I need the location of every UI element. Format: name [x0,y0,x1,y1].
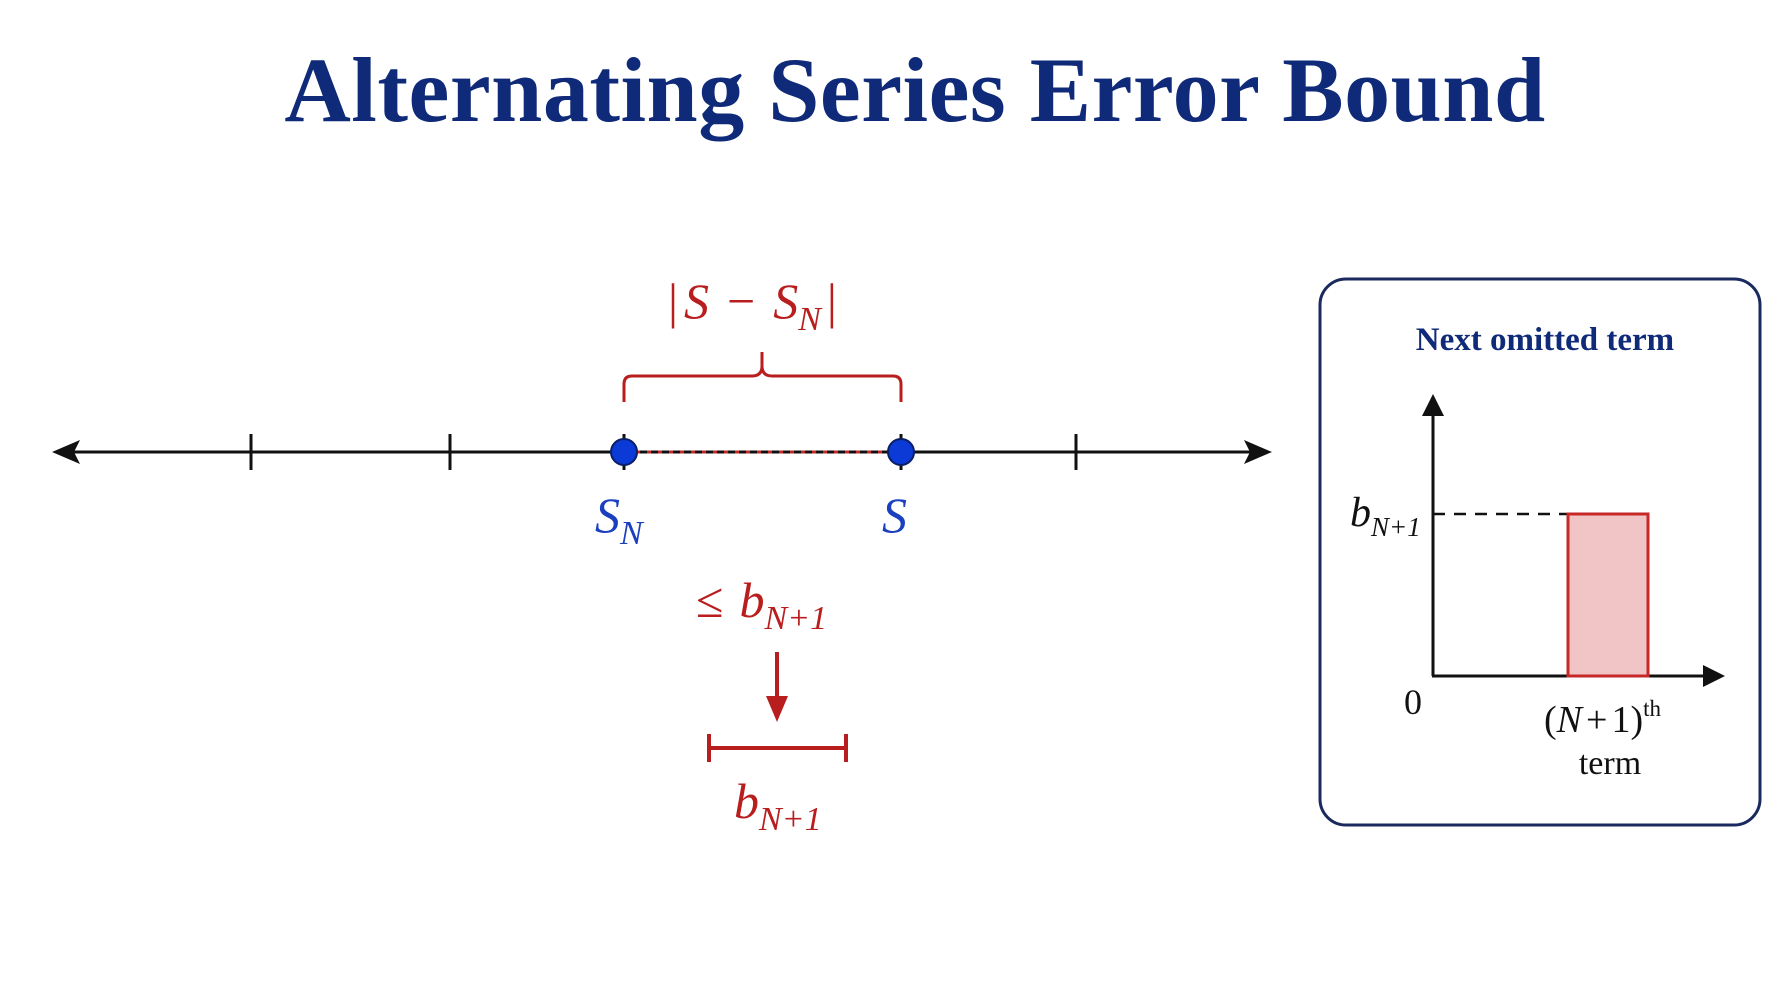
bound-b: b [739,572,764,628]
x-label-sup: th [1643,696,1661,721]
page-title: Alternating Series Error Bound [284,39,1546,141]
down-arrow-icon [766,696,788,722]
bar-label-b: b [734,773,759,829]
abs-sn: S [773,273,798,329]
next-term-panel: Next omitted term bN+1 0 (N+1)th term [1318,277,1762,827]
bound-sub: N+1 [763,600,827,637]
x-label-n: N [1556,699,1585,741]
abs-open-bar: | [668,273,678,329]
partial-sum-point [610,438,638,466]
x-label-one: 1 [1611,699,1630,741]
x-label-plus: + [1586,699,1607,741]
partial-sum-label: SN [595,487,645,552]
abs-s: S [684,273,709,329]
partial-sum-label-base: S [595,487,620,543]
abs-close-bar: | [827,273,837,329]
bound-relation: ≤ [696,572,723,628]
panel-title: Next omitted term [1416,322,1674,358]
panel-origin-label: 0 [1404,682,1422,722]
panel-x-label-line2: term [1579,745,1641,782]
panel-x-label: (N+1)th [1544,696,1661,741]
partial-sum-label-sub: N [619,515,645,552]
number-line: SN S [52,434,1272,552]
abs-sn-sub: N [797,301,823,338]
bar-label-sub: N+1 [758,801,822,838]
sum-label: S [882,487,907,543]
omitted-term-bar [1566,512,1650,678]
horizontal-brace [622,352,903,402]
panel-y-label: bN+1 [1350,490,1421,542]
error-brace-group: |S−SN| [622,273,903,402]
number-line-left-arrow-icon [52,440,80,464]
abs-minus: − [727,273,755,329]
panel-y-label-b: b [1350,490,1371,536]
x-label-close: ) [1630,699,1643,741]
panel-x-arrow-icon [1703,665,1725,687]
x-label-open: ( [1544,699,1557,741]
sum-label-base: S [882,487,907,543]
absolute-error-label: |S−SN| [668,273,837,338]
bound-bar-label: bN+1 [734,773,822,838]
panel-y-arrow-icon [1422,394,1444,416]
panel-frame [1318,277,1762,827]
sum-point [887,438,915,466]
panel-y-label-sub: N+1 [1370,512,1421,542]
error-bound-label: ≤ bN+1 [696,572,827,637]
number-line-right-arrow-icon [1244,440,1272,464]
bound-group: ≤bN+1 bN+1 [696,572,848,838]
